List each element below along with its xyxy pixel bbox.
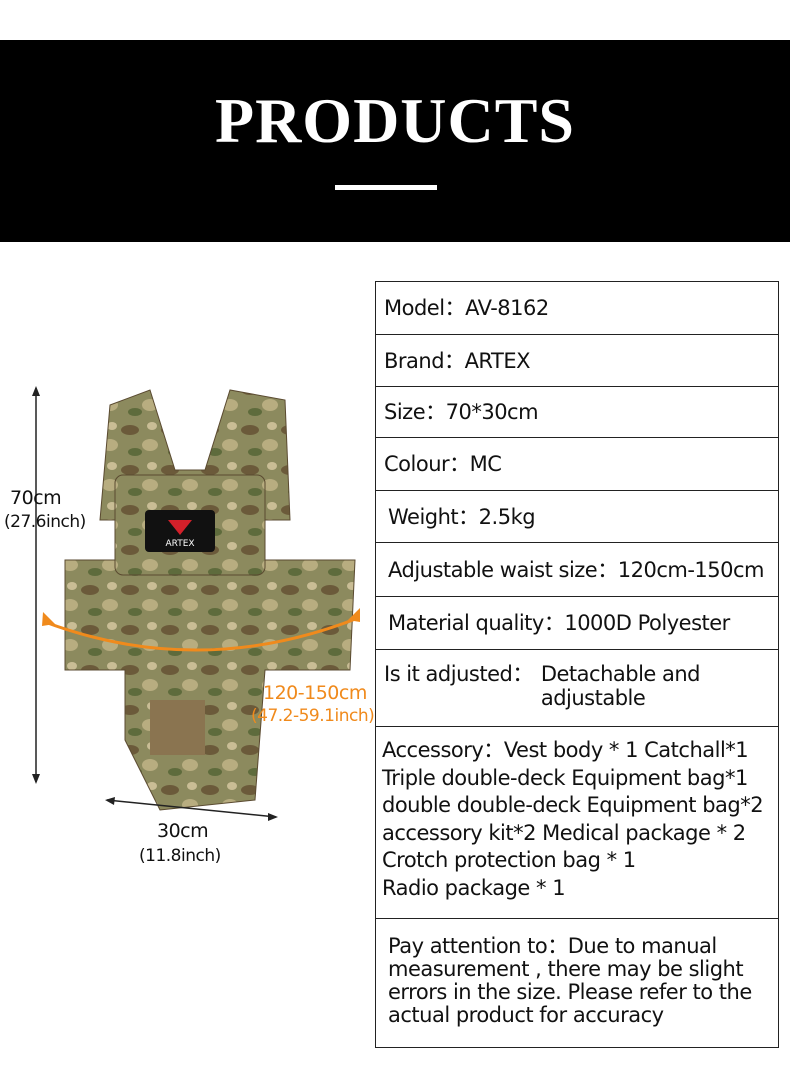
waist-label: 120-150cm xyxy=(263,682,367,704)
height-label: 70cm xyxy=(10,487,62,509)
waist-inch-label: (47.2-59.1inch) xyxy=(251,706,375,726)
spec-row-weight: Weight：2.5kg xyxy=(376,490,778,542)
height-inch-label: (27.6inch) xyxy=(4,512,86,532)
velcro-patch xyxy=(150,700,205,755)
dimension-arrows xyxy=(32,386,360,821)
spec-row-model: Model：AV-8162 xyxy=(384,296,549,320)
header-band xyxy=(0,40,790,242)
vest-body xyxy=(64,559,356,811)
logo-text: ARTEX xyxy=(165,539,194,549)
spec-row-note: Pay attention to：Due to manual measureme… xyxy=(376,918,778,1047)
logo-icon xyxy=(168,520,192,535)
spec-row-material: Material quality：1000D Polyester xyxy=(376,596,778,649)
spec-row-adjusted: Is it adjusted：Detachable and adjustable xyxy=(376,649,778,726)
page-title: PRODUCTS xyxy=(214,85,576,156)
spec-row-size: Size：70*30cm xyxy=(376,386,778,437)
spec-row-waist: Adjustable waist size：120cm-150cm xyxy=(376,542,778,596)
spec-row-colour: Colour：MC xyxy=(376,437,778,490)
spec-row-accessory: Accessory：Vest body * 1 Catchall*1 Tripl… xyxy=(376,726,778,918)
title-underline xyxy=(335,185,437,190)
vest-illustration: ARTEX xyxy=(64,389,356,811)
width-label: 30cm xyxy=(157,820,209,842)
spec-table: Model：AV-8162 Brand：ARTEX Size：70*30cm C… xyxy=(375,281,779,1048)
spec-row-brand: Brand：ARTEX xyxy=(376,334,778,386)
width-inch-label: (11.8inch) xyxy=(139,846,221,866)
